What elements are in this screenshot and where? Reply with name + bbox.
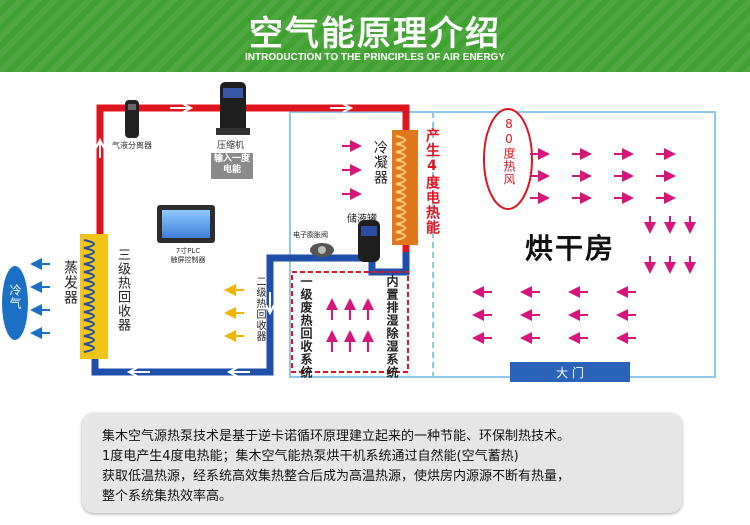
drying-room-label: 烘干房 — [525, 232, 616, 265]
plc-label: 7寸PLC 触屏控制器 — [170, 247, 206, 264]
header-pattern — [0, 0, 750, 72]
produce-heat-label: 产生4度电热能 — [424, 128, 440, 235]
secondary-recovery-arrows — [224, 284, 244, 342]
input-energy-box — [211, 153, 253, 179]
primary-recovery-label: 一级废热回收系统 — [299, 275, 313, 379]
expansion-valve-label: 电子膨胀阀 — [293, 231, 328, 239]
description-line-1: 集木空气源热泵技术是基于逆卡诺循环原理建立起来的一种节能、环保制热技术。 — [102, 429, 571, 444]
principle-diagram: 气液分离器 压缩机 输入一度电能 7寸PLC 触屏控制器 冷凝器 产生4度电热能… — [0, 72, 750, 402]
primary-recovery-frame — [291, 271, 409, 373]
hot-pipe — [95, 103, 410, 252]
cold-pipe — [91, 240, 410, 377]
expansion-valve-device — [310, 243, 334, 257]
hot-air-arrows — [530, 148, 676, 204]
condenser-label: 冷凝器 — [372, 140, 388, 185]
tertiary-recovery-label: 三级热回收器 — [115, 248, 130, 332]
description-line-3: 获取低温热源，经系统高效集热整合后成为高温热源，使烘房内源源不断有热量， — [102, 469, 571, 484]
page-title: 空气能原理介绍 — [249, 14, 501, 54]
compressor-label: 压缩机 — [217, 141, 245, 151]
evaporator-label: 蒸发器 — [62, 260, 78, 305]
description-line-4: 整个系统集热效率高。 — [102, 489, 233, 504]
hot-air-label: 80度热风 — [502, 117, 516, 186]
separator-device — [125, 100, 139, 138]
reservoir-device — [358, 220, 380, 262]
description-box: 集木空气源热泵技术是基于逆卡诺循环原理建立起来的一种节能、环保制热技术。 1度电… — [82, 413, 682, 513]
compressor-device — [216, 82, 250, 135]
diagram-svg — [2, 82, 716, 382]
downflow-arrows — [644, 216, 696, 274]
page-subtitle: INTRODUCTION TO THE PRINCIPLES OF AIR EN… — [244, 52, 505, 63]
condenser-coil — [392, 130, 418, 245]
door-label: 大 门 — [556, 366, 584, 380]
cold-air-arrows — [30, 258, 50, 339]
input-energy-label: 输入一度电能 — [213, 154, 250, 175]
cold-air-badge — [2, 266, 28, 340]
evaporator-coil — [80, 234, 108, 359]
primary-upflow-arrows — [326, 298, 374, 352]
header-banner: 空气能原理介绍 INTRODUCTION TO THE PRINCIPLES O… — [0, 0, 750, 72]
hot-air-badge — [483, 108, 533, 210]
description-line-2: 1度电产生4度电热能；集木空气能热泵烘干机系统通过自然能(空气蓄热) — [102, 449, 519, 464]
dehumid-label: 内置排湿除湿系统 — [385, 275, 399, 379]
door — [510, 362, 630, 382]
separator-label: 气液分离器 — [112, 141, 152, 150]
plc-screen — [162, 210, 210, 238]
return-air-arrows — [472, 286, 636, 344]
secondary-recovery-label: 二级热回收器 — [254, 276, 265, 342]
plc-panel — [157, 205, 215, 243]
reservoir-label: 储液罐 — [347, 214, 377, 225]
condenser-inflow-arrows — [342, 140, 362, 200]
cold-air-label: 冷气 — [8, 284, 22, 310]
